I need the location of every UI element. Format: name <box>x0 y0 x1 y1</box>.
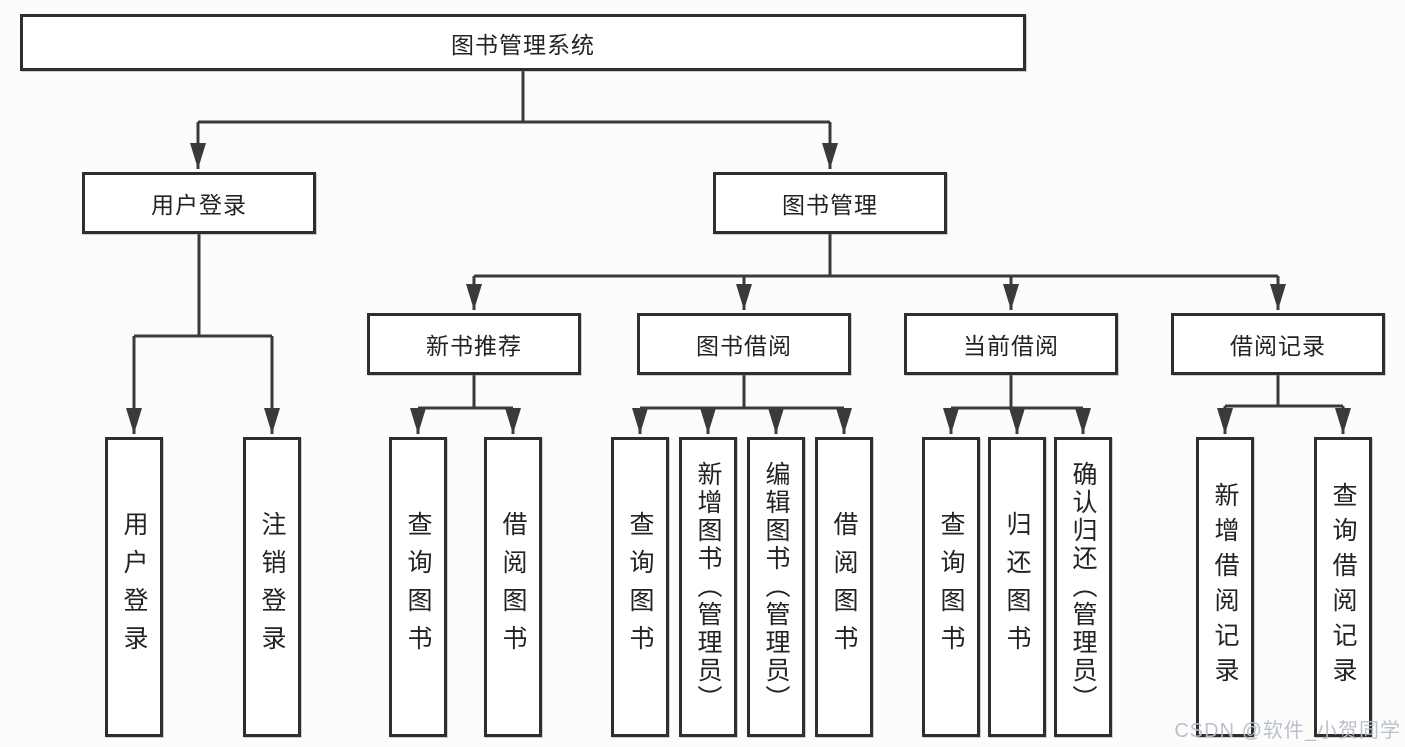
node-book-management-label: 图书管理 <box>782 192 878 218</box>
node-book-borrowing: 图书借阅 <box>637 313 851 375</box>
leaf-logout: 注销登录 <box>243 437 301 737</box>
node-borrowing-records-label: 借阅记录 <box>1230 333 1326 359</box>
leaf-query-books-3: 查询图书 <box>922 437 980 737</box>
leaf-return-books: 归还图书 <box>988 437 1046 737</box>
node-current-borrowing-label: 当前借阅 <box>963 333 1059 359</box>
leaf-user-login-label: 用户登录 <box>120 511 148 663</box>
leaf-query-books-2: 查询图书 <box>611 437 669 737</box>
leaf-user-login: 用户登录 <box>105 437 163 737</box>
leaf-confirm-return-admin-label: 确认归还（管理员） <box>1069 461 1097 713</box>
leaf-return-books-label: 归还图书 <box>1003 511 1031 663</box>
leaf-add-borrow-record: 新增借阅记录 <box>1196 437 1254 737</box>
node-user-login-label: 用户登录 <box>151 192 247 218</box>
leaf-borrow-books-2: 借阅图书 <box>815 437 873 737</box>
node-library-system-label: 图书管理系统 <box>451 31 595 58</box>
node-borrowing-records: 借阅记录 <box>1171 313 1385 375</box>
node-library-system: 图书管理系统 <box>20 14 1026 71</box>
node-new-book-recommend: 新书推荐 <box>367 313 581 375</box>
watermark: CSDN @软件_小贺同学 <box>1174 720 1401 742</box>
leaf-logout-label: 注销登录 <box>258 511 286 663</box>
node-user-login: 用户登录 <box>82 172 316 234</box>
leaf-query-borrow-record-label: 查询借阅记录 <box>1329 482 1357 692</box>
leaf-query-borrow-record: 查询借阅记录 <box>1314 437 1372 737</box>
leaf-query-books-1: 查询图书 <box>389 437 447 737</box>
leaf-edit-books-admin: 编辑图书（管理员） <box>747 437 805 737</box>
leaf-borrow-books-1: 借阅图书 <box>484 437 542 737</box>
leaf-borrow-books-1-label: 借阅图书 <box>499 511 527 663</box>
leaf-query-books-1-label: 查询图书 <box>404 511 432 663</box>
node-current-borrowing: 当前借阅 <box>904 313 1118 375</box>
leaf-add-books-admin-label: 新增图书（管理员） <box>694 461 722 713</box>
leaf-confirm-return-admin: 确认归还（管理员） <box>1054 437 1112 737</box>
node-book-management: 图书管理 <box>713 172 947 234</box>
leaf-add-borrow-record-label: 新增借阅记录 <box>1211 482 1239 692</box>
leaf-edit-books-admin-label: 编辑图书（管理员） <box>762 461 790 713</box>
leaf-add-books-admin: 新增图书（管理员） <box>679 437 737 737</box>
node-new-book-recommend-label: 新书推荐 <box>426 333 522 359</box>
leaf-query-books-3-label: 查询图书 <box>937 511 965 663</box>
leaf-query-books-2-label: 查询图书 <box>626 511 654 663</box>
leaf-borrow-books-2-label: 借阅图书 <box>830 511 858 663</box>
node-book-borrowing-label: 图书借阅 <box>696 333 792 359</box>
